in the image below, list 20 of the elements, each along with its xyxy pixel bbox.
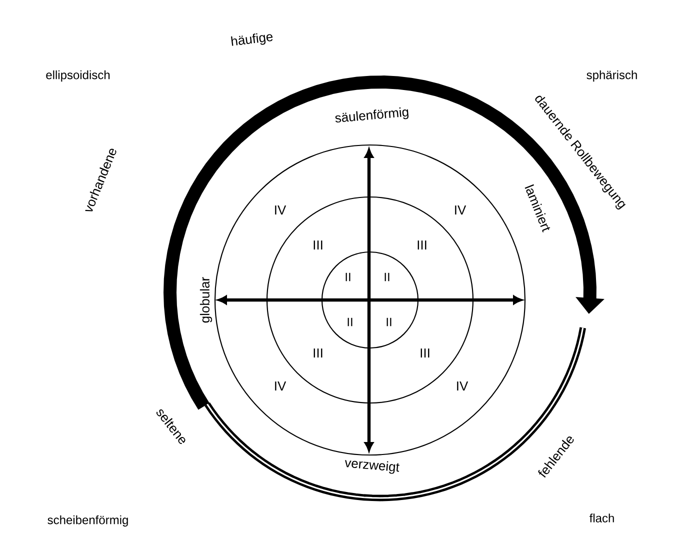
ring-numeral: IV — [457, 382, 468, 390]
scale-label: häufige — [231, 33, 273, 46]
shape-label: sphärisch — [586, 70, 637, 82]
ring-numeral: IV — [275, 382, 286, 390]
ring-numeral: II — [348, 318, 352, 326]
form-label: verzweigt — [345, 460, 400, 474]
shape-label: flach — [590, 514, 614, 522]
ring-numeral: III — [314, 348, 322, 358]
ring-numeral: II — [346, 272, 350, 282]
shape-label: ellipsoidisch — [46, 70, 110, 82]
ring-numeral: IV — [455, 206, 466, 214]
form-label: globular — [200, 277, 212, 323]
ring-numeral: III — [314, 240, 322, 250]
ring-numeral: III — [420, 348, 430, 358]
ring-numeral: II — [384, 272, 390, 282]
shape-label: scheibenförmig — [48, 515, 128, 527]
ring-numeral: II — [386, 318, 392, 326]
ring-numeral: III — [418, 240, 426, 250]
form-label: säulenförmig — [335, 107, 408, 122]
ring-numeral: IV — [275, 206, 286, 214]
